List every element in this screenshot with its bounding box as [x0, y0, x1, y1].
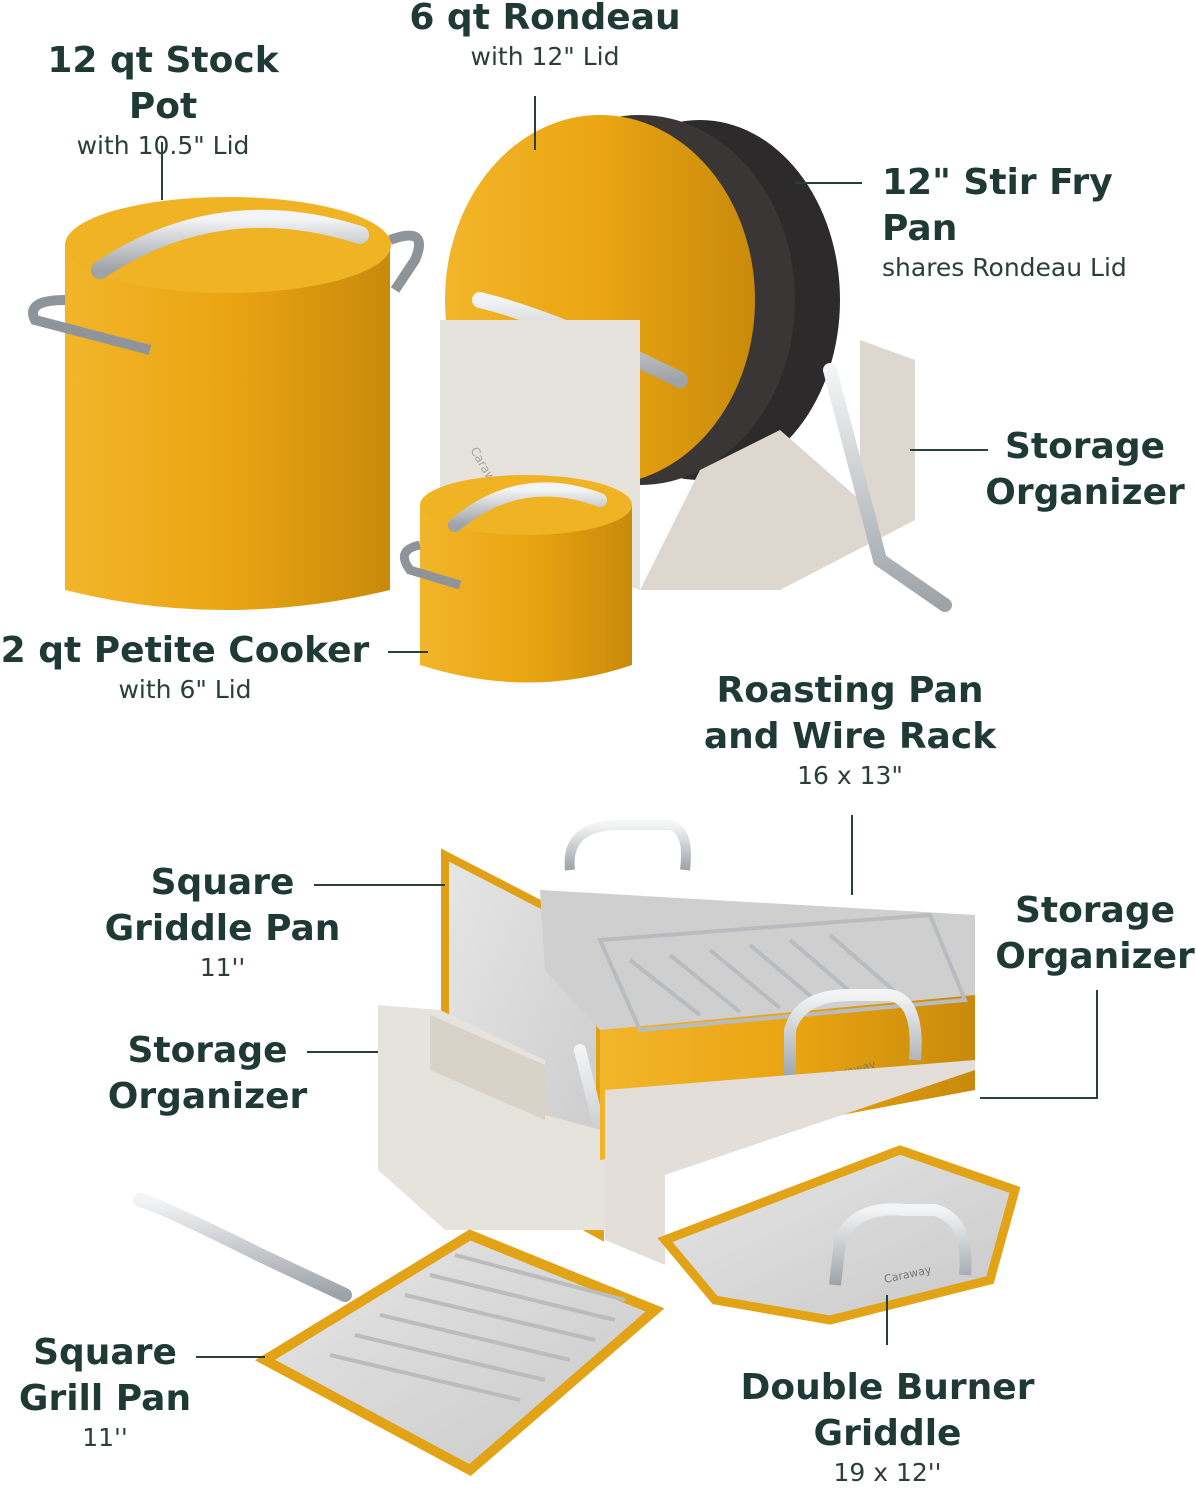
storage-top-line1: Storage: [1004, 426, 1166, 467]
label-roasting-pan: Roasting Pan and Wire Rack 16 x 13": [700, 668, 1000, 792]
label-stock-pot: 12 qt Stock Pot with 10.5" Lid: [8, 38, 318, 162]
square-griddle-line1: Square: [150, 862, 295, 903]
storage-right-line1: Storage: [1014, 890, 1176, 931]
petite-cooker-subtitle: with 6" Lid: [118, 675, 252, 704]
label-stir-fry-pan: 12" Stir Fry Pan shares Rondeau Lid: [882, 160, 1194, 284]
roasting-pan-line1: Roasting Pan: [716, 670, 984, 711]
grill-pan-line2: Grill Pan: [18, 1378, 192, 1419]
stock-pot-title: 12 qt Stock Pot: [47, 40, 279, 127]
double-burner-line1: Double Burner: [740, 1367, 1035, 1408]
label-petite-cooker: 2 qt Petite Cooker with 6" Lid: [0, 628, 370, 706]
roasting-pan-line2: and Wire Rack: [703, 716, 997, 757]
grill-pan-line1: Square: [33, 1332, 177, 1373]
stir-fry-subtitle: shares Rondeau Lid: [882, 253, 1127, 282]
label-storage-organizer-left: Storage Organizer: [105, 1028, 310, 1120]
stir-fry-handle: [823, 363, 952, 612]
storage-top-line2: Organizer: [985, 472, 1185, 513]
storage-right-line2: Organizer: [995, 936, 1195, 977]
stock-pot: [28, 197, 424, 610]
stir-fry-title: 12" Stir Fry Pan: [882, 162, 1113, 249]
square-griddle-size: 11'': [199, 953, 246, 982]
label-double-burner-griddle: Double Burner Griddle 19 x 12'': [735, 1365, 1040, 1489]
storage-organizer-left: [378, 1005, 640, 1230]
storage-left-line2: Organizer: [107, 1076, 308, 1117]
square-griddle-line2: Griddle Pan: [104, 908, 341, 949]
label-square-grill-pan: Square Grill Pan 11'': [10, 1330, 200, 1454]
label-storage-organizer-right: Storage Organizer: [995, 888, 1195, 980]
label-storage-organizer-top: Storage Organizer: [985, 424, 1185, 516]
roasting-pan-size: 16 x 13": [797, 761, 903, 790]
double-burner-line2: Griddle: [813, 1413, 962, 1454]
storage-left-line1: Storage: [127, 1030, 288, 1071]
label-square-griddle-pan: Square Griddle Pan 11'': [95, 860, 350, 984]
label-rondeau: 6 qt Rondeau with 12" Lid: [400, 0, 690, 73]
square-grill-pan: [133, 1193, 665, 1477]
grill-pan-size: 11'': [82, 1423, 128, 1452]
double-burner-size: 19 x 12'': [833, 1458, 942, 1487]
double-burner-griddle: Caraway: [657, 1145, 1021, 1325]
petite-cooker: [399, 475, 632, 683]
petite-cooker-title: 2 qt Petite Cooker: [0, 630, 370, 671]
leader-lines: [161, 96, 1098, 1358]
storage-organizer-right: [605, 1060, 975, 1265]
stock-pot-subtitle: with 10.5" Lid: [76, 131, 250, 160]
rondeau-title: 6 qt Rondeau: [409, 0, 681, 38]
rondeau-subtitle: with 12" Lid: [470, 42, 620, 71]
